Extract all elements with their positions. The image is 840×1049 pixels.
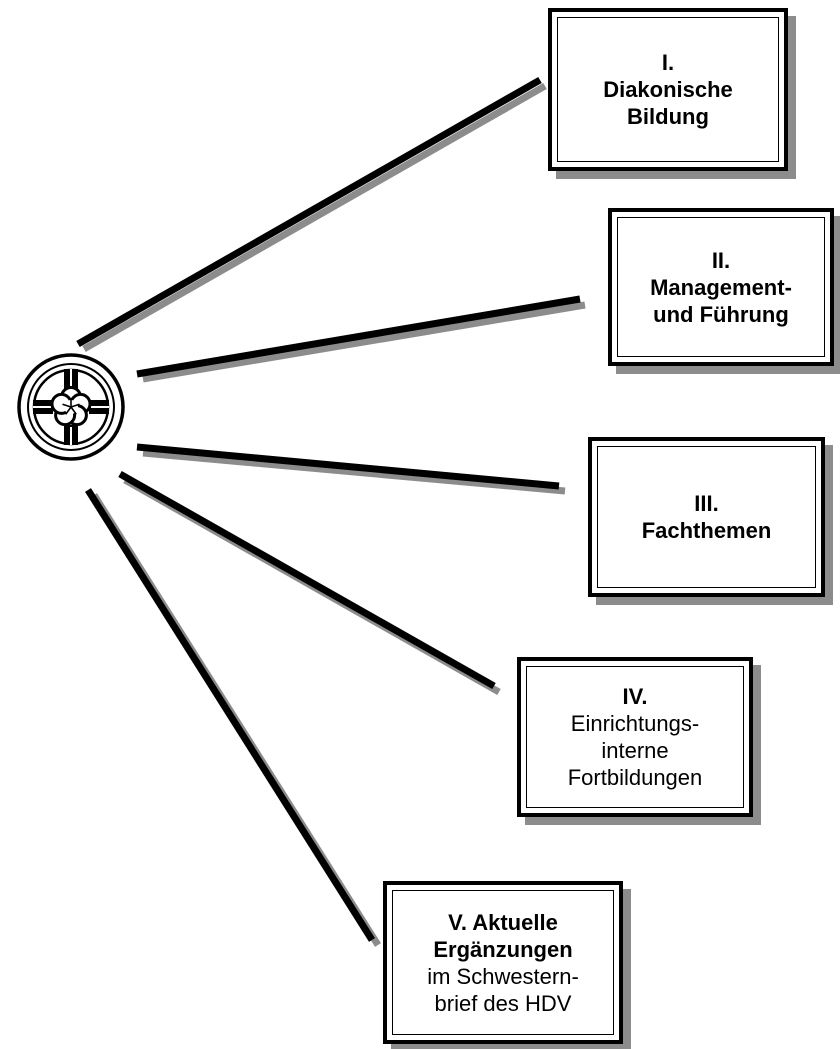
connector-line-2 [136,295,581,378]
box-text-line: Management- [650,274,792,300]
box-text-line: III. [694,491,719,516]
connector-line-3 [136,443,560,490]
box-text-line: I. [661,50,675,75]
box-text-line: im Schwestern- [427,963,579,989]
category-box-1: I. Diakonische Bildung [548,8,788,171]
box-text: V. Aktuelle Ergänzungen im Schwestern- b… [427,909,579,1017]
category-box-2: II. Management- und Führung [608,208,834,366]
connector-shadow-3 [142,449,566,495]
box-text-line: Ergänzungen [433,936,573,962]
box-text-line: brief des HDV [434,990,572,1016]
connector-line-1 [76,76,542,348]
box-text-line: II. [711,247,731,273]
box-text-line: V. Aktuelle [448,909,558,935]
box-text: I. Diakonische Bildung [603,49,733,130]
category-box-4: IV. Einrichtungs- interne Fortbildungen [517,657,753,817]
category-box-3: III. Fachthemen [588,437,825,597]
box-text-line: und Führung [653,301,789,327]
box-text-line: IV. [622,684,648,709]
connector-line-4 [118,470,496,690]
connector-line-5 [85,488,375,942]
box-text: IV. Einrichtungs- interne Fortbildungen [568,683,703,791]
diakonie-cross-logo-icon [17,353,125,461]
box-text-line: Fachthemen [641,518,772,543]
box-text: III. Fachthemen [642,490,772,544]
category-box-5: V. Aktuelle Ergänzungen im Schwestern- b… [383,881,623,1044]
box-text-line: Fortbildungen [567,765,703,790]
box-text-line: interne [601,738,669,763]
box-text-line: Bildung [627,104,709,129]
box-text-line: Diakonische [603,77,733,102]
connector-shadow-1 [82,82,547,353]
box-text-line: Einrichtungs- [570,711,700,736]
box-text: II. Management- und Führung [650,247,792,328]
connector-shadow-2 [142,301,586,383]
